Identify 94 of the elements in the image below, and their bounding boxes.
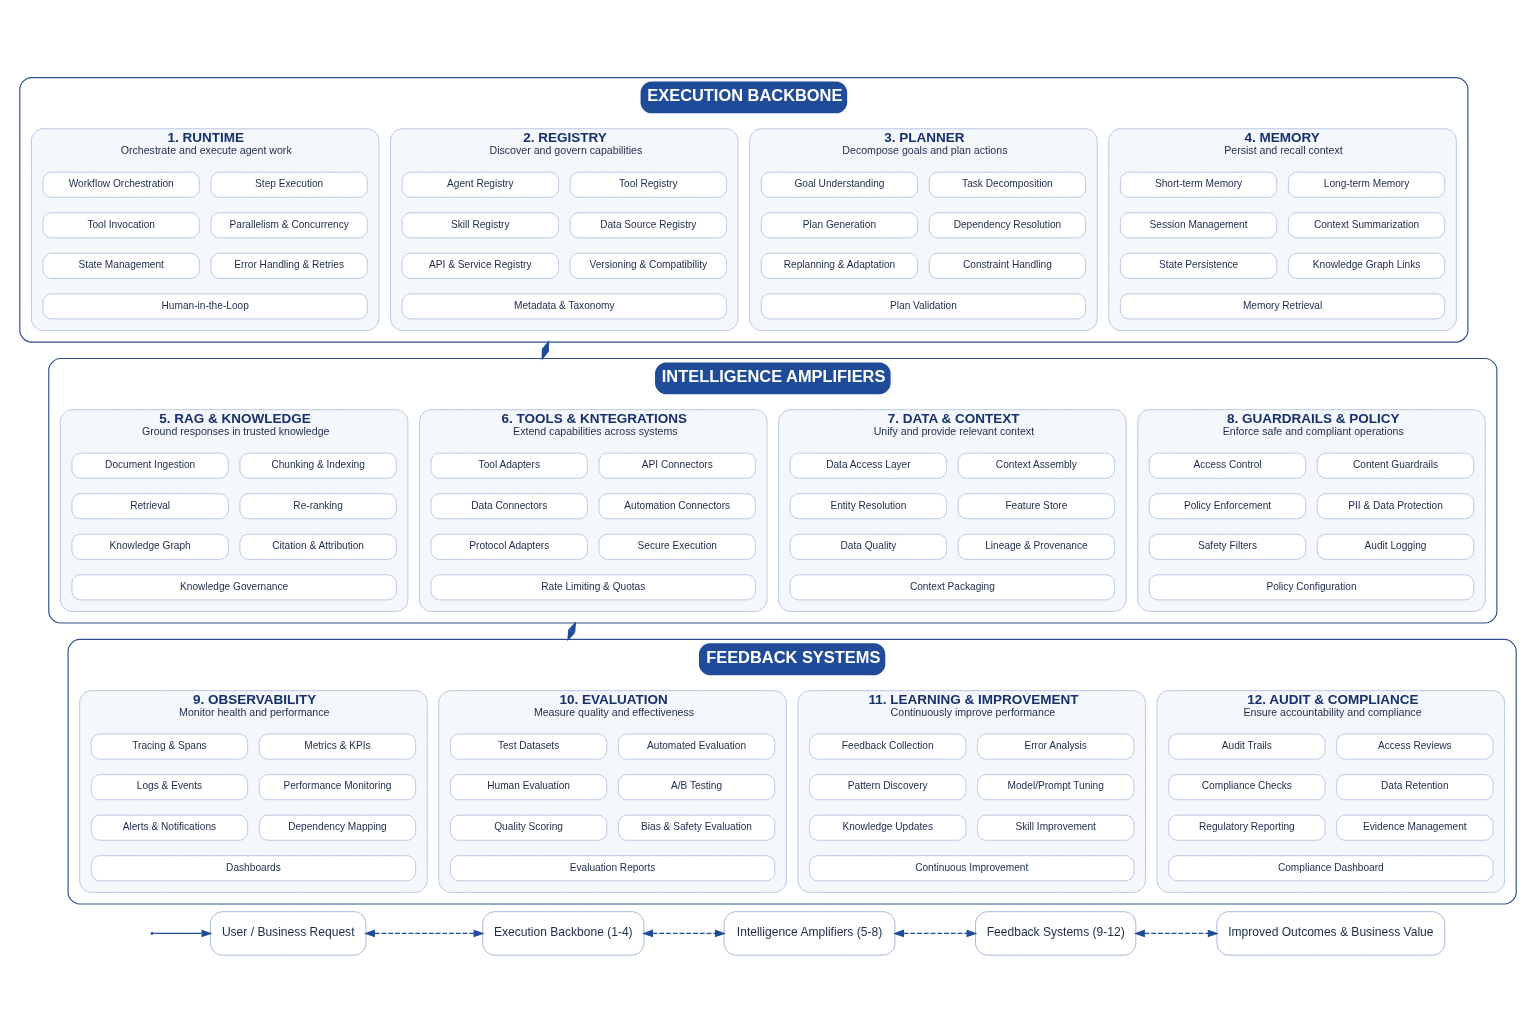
node-box: Step Execution	[210, 171, 368, 198]
node-box: Error Handling & Retries	[210, 252, 368, 279]
node-box: Tool Invocation	[42, 211, 200, 238]
node-box: Policy Configuration	[1148, 573, 1475, 600]
node-box: Workflow Orchestration	[42, 171, 200, 198]
node-box: Data Source Registry	[569, 211, 727, 238]
arrow	[1134, 929, 1219, 937]
node-box: API Connectors	[598, 452, 756, 479]
node-box: Skill Improvement	[977, 814, 1135, 841]
node-box: State Management	[42, 252, 200, 279]
node-box: Intelligence Amplifiers (5-8)	[723, 910, 896, 956]
node-box: Automated Evaluation	[617, 733, 776, 760]
node-box: Document Ingestion	[71, 452, 229, 479]
node-box: Goal Understanding	[760, 171, 919, 198]
node-box: Knowledge Graph Links	[1287, 252, 1446, 279]
arrow	[642, 929, 726, 937]
node-box: Versioning & Compatibility	[569, 252, 727, 279]
node-box: Memory Retrieval	[1119, 292, 1446, 319]
node-box: Re-ranking	[239, 492, 397, 519]
node-box: Improved Outcomes & Business Value	[1216, 910, 1446, 956]
node-box: Audit Logging	[1316, 533, 1475, 560]
node-box: Performance Monitoring	[258, 773, 417, 800]
node-box: Continuous Improvement	[809, 854, 1135, 881]
node-box: Chunking & Indexing	[239, 452, 397, 479]
node-box: A/B Testing	[617, 773, 776, 800]
node-box: Protocol Adapters	[430, 533, 588, 560]
node-box: Rate Limiting & Quotas	[430, 573, 756, 600]
node-box: Entity Resolution	[789, 492, 948, 519]
node-box: Long-term Memory	[1287, 171, 1446, 198]
node-box: Evaluation Reports	[449, 854, 776, 881]
node-box: Agent Registry	[401, 171, 559, 198]
node-box: Plan Generation	[760, 211, 919, 238]
node-box: Test Datasets	[449, 733, 608, 760]
node-box: Compliance Checks	[1168, 773, 1326, 800]
node-box: User / Business Request	[210, 910, 367, 956]
node-box: Compliance Dashboard	[1168, 854, 1494, 881]
node-box: Data Connectors	[430, 492, 588, 519]
arrow	[152, 929, 213, 937]
node-box: Knowledge Graph	[71, 533, 229, 560]
node-box: Skill Registry	[401, 211, 559, 238]
node-box: Plan Validation	[760, 292, 1087, 319]
node-box: Metadata & Taxonomy	[401, 292, 727, 319]
node-box: Policy Enforcement	[1148, 492, 1307, 519]
node-box: Retrieval	[71, 492, 229, 519]
node-box: Human-in-the-Loop	[42, 292, 368, 319]
node-box: Execution Backbone (1-4)	[482, 910, 645, 956]
node-box: Tracing & Spans	[90, 733, 249, 760]
node-box: Task Decomposition	[928, 171, 1087, 198]
node-box: Data Retention	[1336, 773, 1494, 800]
node-box: Human Evaluation	[449, 773, 608, 800]
node-box: Evidence Management	[1336, 814, 1494, 841]
node-box: API & Service Registry	[401, 252, 559, 279]
node-box: Content Guardrails	[1316, 452, 1475, 479]
node-box: Knowledge Updates	[809, 814, 967, 841]
node-box: Audit Trails	[1168, 733, 1326, 760]
node-box: Replanning & Adaptation	[760, 252, 919, 279]
arrow	[893, 929, 978, 937]
node-box: Context Assembly	[957, 452, 1116, 479]
node-box: Access Control	[1148, 452, 1307, 479]
node-box: Access Reviews	[1336, 733, 1494, 760]
node-box: Knowledge Governance	[71, 573, 397, 600]
node-box: State Persistence	[1119, 252, 1278, 279]
node-box: Metrics & KPIs	[258, 733, 417, 760]
node-box: Model/Prompt Tuning	[977, 773, 1135, 800]
node-box: Lineage & Provenance	[957, 533, 1116, 560]
node-box: Citation & Attribution	[239, 533, 397, 560]
node-box: Parallelism & Concurrency	[210, 211, 368, 238]
node-box: Secure Execution	[598, 533, 756, 560]
node-box: Error Analysis	[977, 733, 1135, 760]
node-box: Tool Registry	[569, 171, 727, 198]
node-box: Data Quality	[789, 533, 948, 560]
node-box: Feedback Collection	[809, 733, 967, 760]
arrow	[364, 929, 485, 937]
node-box: Regulatory Reporting	[1168, 814, 1326, 841]
node-box: Dependency Mapping	[258, 814, 417, 841]
node-box: Session Management	[1119, 211, 1278, 238]
node-box: Safety Filters	[1148, 533, 1307, 560]
node-box: Dashboards	[90, 854, 417, 881]
node-box: Data Access Layer	[789, 452, 948, 479]
node-box: Logs & Events	[90, 773, 249, 800]
node-box: Context Packaging	[789, 573, 1116, 600]
node-box: Quality Scoring	[449, 814, 608, 841]
node-box: Tool Adapters	[430, 452, 588, 479]
node-box: Feature Store	[957, 492, 1116, 519]
node-box: Short-term Memory	[1119, 171, 1278, 198]
node-box: Dependency Resolution	[928, 211, 1087, 238]
node-box: Feedback Systems (9-12)	[975, 910, 1137, 956]
node-box: Bias & Safety Evaluation	[617, 814, 776, 841]
node-box: Automation Connectors	[598, 492, 756, 519]
node-box: Pattern Discovery	[809, 773, 967, 800]
node-box: Context Summarization	[1287, 211, 1446, 238]
node-box: Alerts & Notifications	[90, 814, 249, 841]
node-box: Constraint Handling	[928, 252, 1087, 279]
node-box: PII & Data Protection	[1316, 492, 1475, 519]
